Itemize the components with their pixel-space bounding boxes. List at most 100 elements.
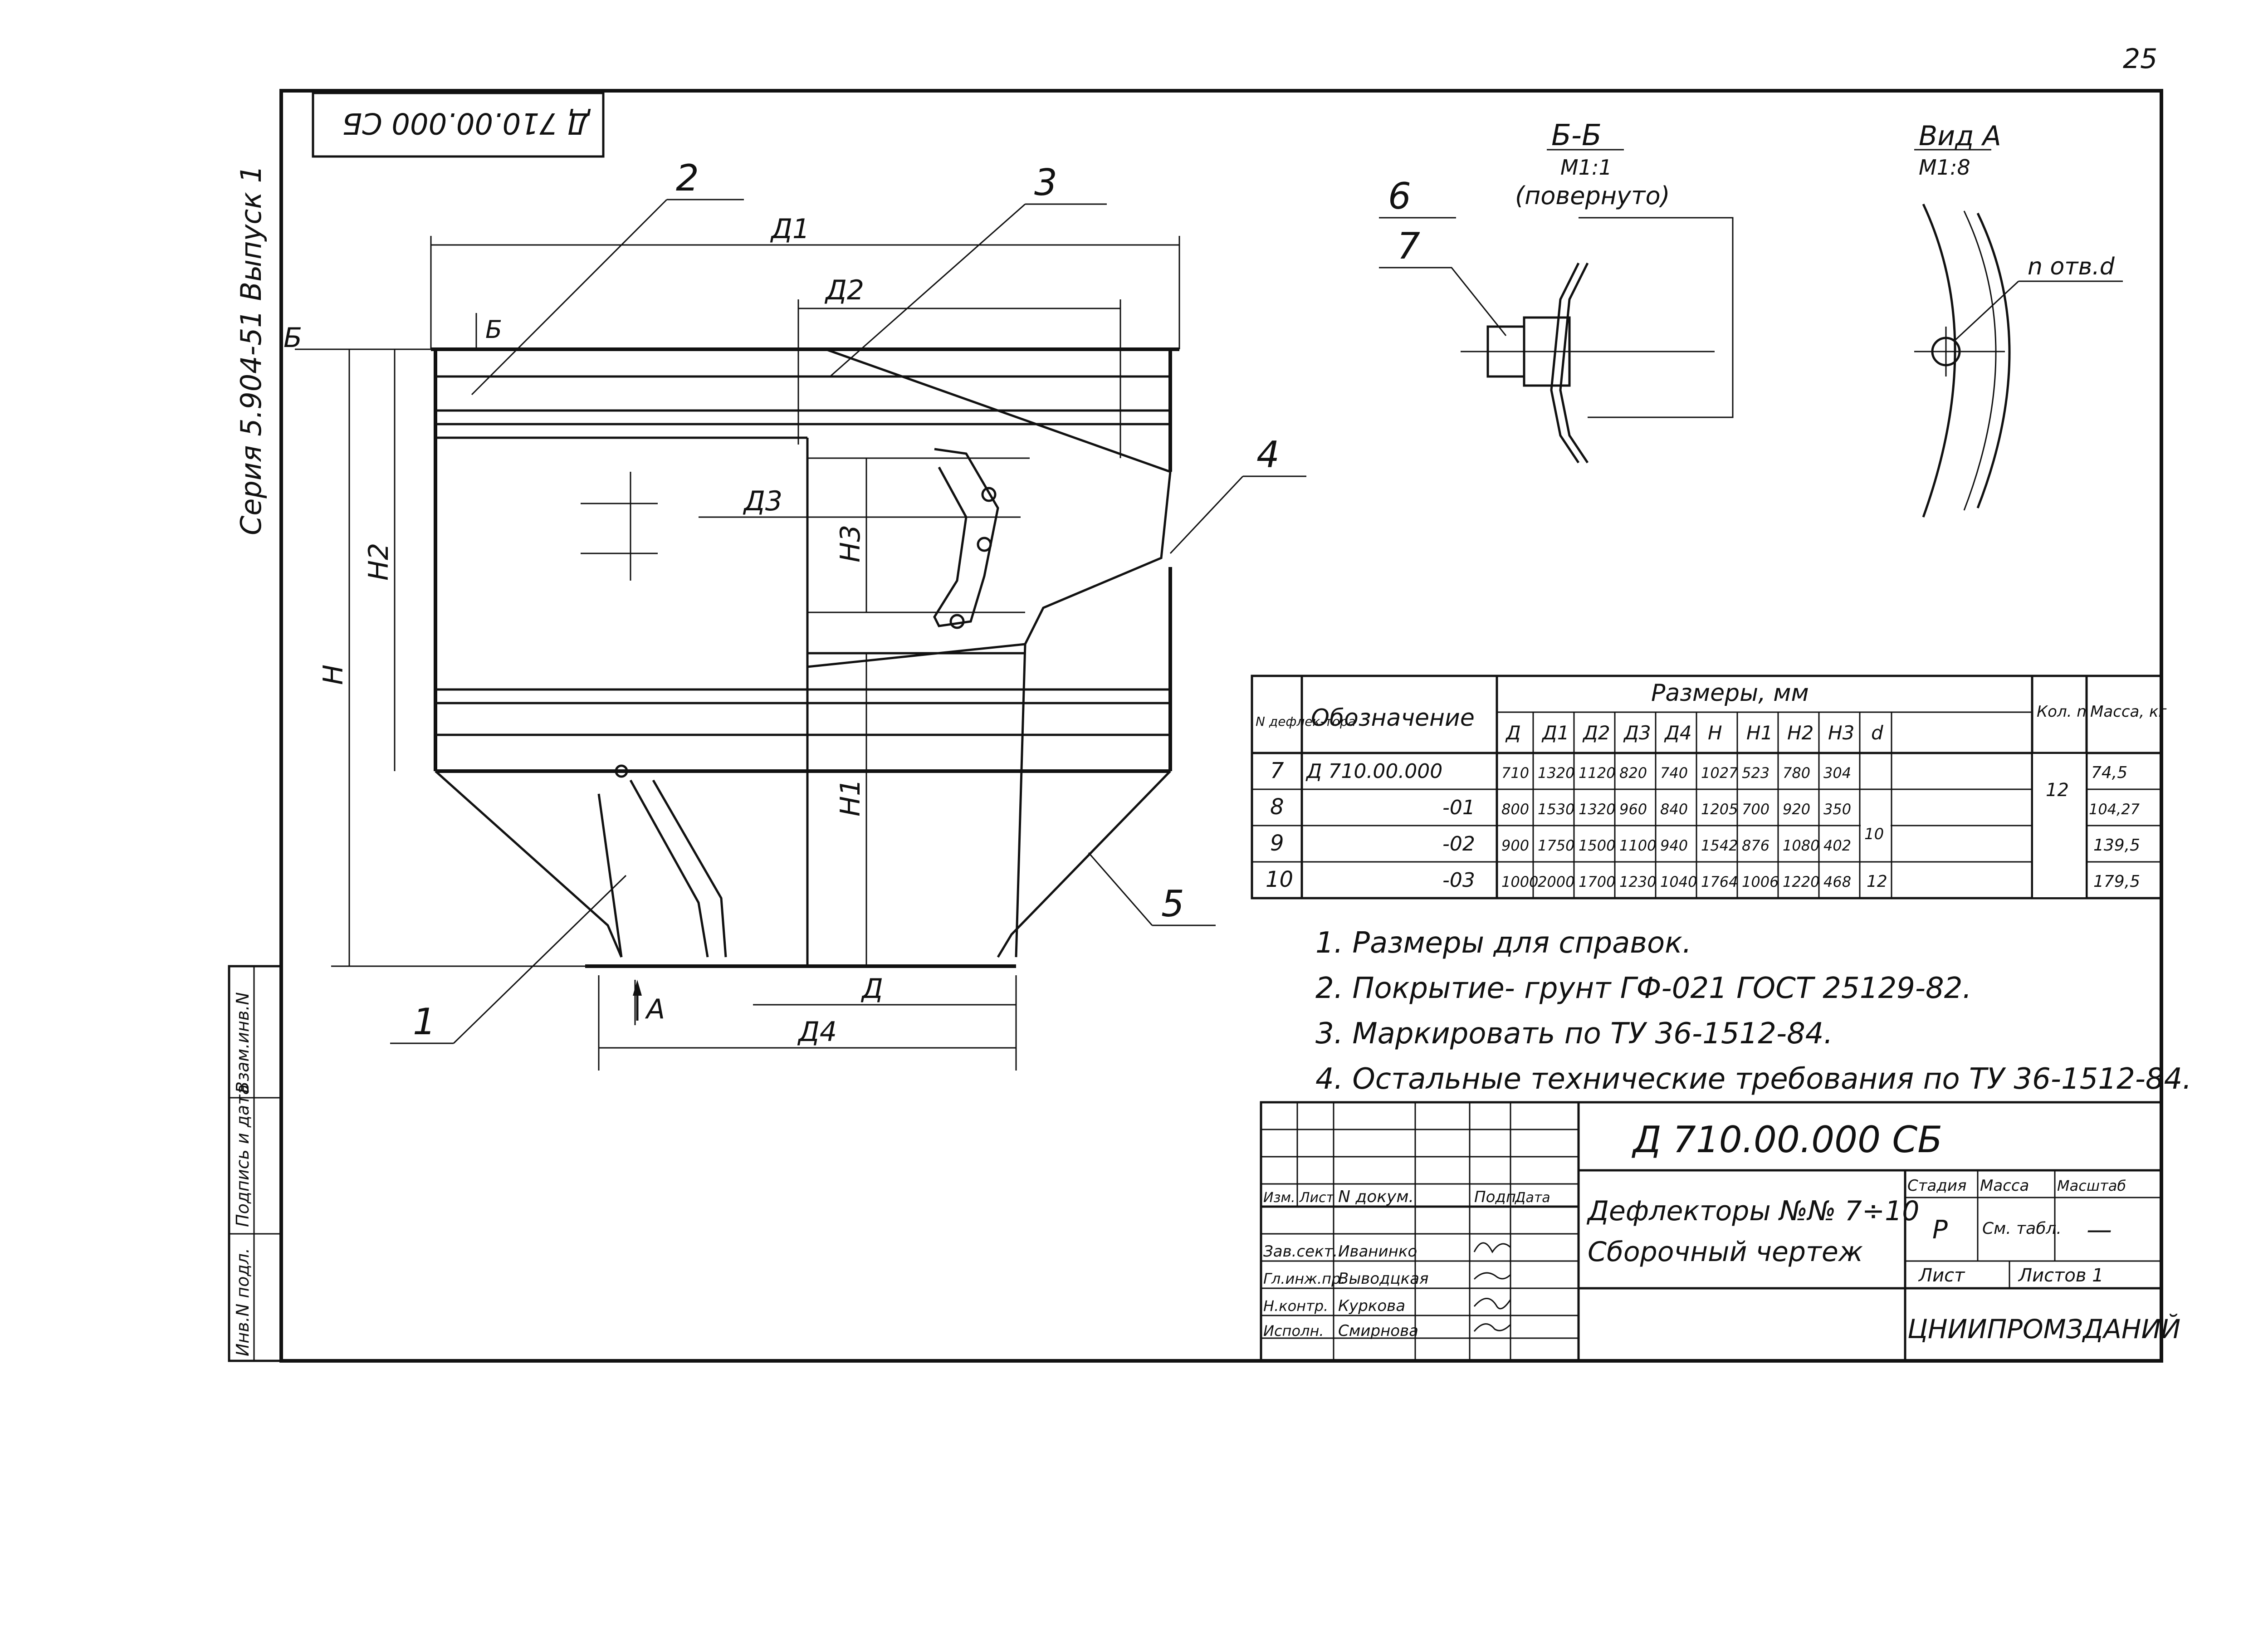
row-9-s0: 900 (1501, 837, 1529, 854)
row-9-s2: 1500 (1579, 837, 1615, 854)
tb-scale: — (2087, 1215, 2112, 1245)
callout-7: 7 (1397, 225, 1420, 267)
row-7-des: Д 710.00.000 (1305, 760, 1442, 783)
th-size-2: Д2 (1582, 722, 1610, 744)
row-7-s5: 1027 (1701, 764, 1738, 782)
rotated-stamp: Д 710.00.000 СБ (312, 92, 605, 158)
th-size-8: Н3 (1828, 722, 1854, 744)
th-size-7: Н2 (1787, 722, 1813, 744)
callout-1: 1 (413, 1001, 436, 1043)
row-7-mass: 74,5 (2091, 763, 2127, 782)
row-9-s5: 1542 (1701, 837, 1738, 854)
tb-role-2: Н.контр. (1263, 1297, 1328, 1315)
th-size-4: Д4 (1664, 722, 1692, 744)
row-7-s2: 1120 (1579, 764, 1615, 782)
row-8-mass: 104,27 (2089, 801, 2140, 818)
row-8-s7: 920 (1783, 801, 1810, 818)
row-7-s0: 710 (1501, 764, 1529, 782)
notes: 1. Размеры для справок. 2. Покрытие- гру… (1315, 926, 2192, 1096)
th-size-3: Д3 (1623, 722, 1651, 744)
dim-d: Д (860, 973, 883, 1005)
row-8-s5: 1205 (1701, 801, 1738, 818)
note-2: 2. Покрытие- грунт ГФ-021 ГОСТ 25129-82. (1315, 972, 1972, 1005)
tb-col-mass: Масса (1980, 1177, 2029, 1195)
row-10-s0: 1000 (1501, 873, 1538, 890)
tb-stage: Р (1932, 1215, 1948, 1245)
row-8-s2: 1320 (1579, 801, 1615, 818)
row-9-s7: 1080 (1783, 837, 1819, 854)
dim-h2: Н2 (363, 543, 395, 581)
th-sizes-group: Размеры, мм (1651, 680, 1809, 707)
row-10-s4: 1040 (1660, 873, 1697, 890)
note-1: 1. Размеры для справок. (1315, 926, 1691, 960)
left-stamp-inv: Инв.N подл. (233, 1248, 253, 1356)
row-7-s6: 523 (1742, 764, 1769, 782)
tb-col-scale: Масштаб (2057, 1177, 2126, 1194)
th-num: N дефлек-тора (1256, 714, 1356, 729)
section-note: (повернуто) (1515, 181, 1670, 210)
row-9-s3: 1100 (1619, 837, 1656, 854)
tb-title-2: Сборочный чертеж (1588, 1236, 1863, 1268)
row-10-s3: 1230 (1619, 873, 1656, 890)
tb-code: Д 710.00.000 СБ (1632, 1119, 1942, 1161)
row-9-des: -02 (1442, 832, 1475, 856)
row-7-s3: 820 (1619, 764, 1647, 782)
dim-d2: Д2 (824, 274, 864, 306)
tb-h-date: Дата (1514, 1190, 1550, 1206)
row-10-s6: 1006 (1742, 873, 1779, 890)
title-block: Изм. Лист N докум. Подп. Дата Зав.сект. … (1260, 1101, 2180, 1362)
tb-name-3: Смирнова (1338, 1322, 1418, 1340)
tb-h-doc: N докум. (1338, 1188, 1414, 1206)
section-b-b: Б-Б М1:1 (повернуто) 6 7 (1379, 119, 1734, 464)
row-9-s8: 402 (1823, 837, 1851, 854)
series-label: Серия 5.904-51 Выпуск 1 (235, 165, 268, 535)
row-7-num: 7 (1270, 758, 1284, 783)
note-3: 3. Маркировать по ТУ 36-1512-84. (1315, 1017, 1833, 1051)
row-10-s7: 1220 (1783, 873, 1819, 890)
view-arrow-label: А (645, 993, 665, 1025)
tb-sheet: Лист (1918, 1265, 1965, 1286)
left-stamp: Инв.N подл. Подпись и дата Взам.инв.N (228, 965, 283, 1362)
callout-4: 4 (1256, 434, 1280, 476)
tb-name-1: Выводцкая (1338, 1270, 1428, 1288)
qty-merged-value: 12 (2046, 780, 2069, 801)
deflector-drawing (431, 347, 1179, 968)
tb-title-1: Дефлекторы №№ 7÷10 (1586, 1195, 1919, 1227)
section-mark-b: Б (284, 322, 302, 354)
callout-3: 3 (1034, 161, 1057, 204)
row-9-s6: 876 (1742, 837, 1769, 854)
view-a-scale: М1:8 (1919, 155, 1970, 180)
parameters-table: N дефлек-тора Обозначение Размеры, мм Д … (1251, 675, 2167, 900)
row-8-s0: 800 (1501, 801, 1529, 818)
th-size-6: Н1 (1746, 722, 1773, 744)
dimension-lines (295, 236, 1180, 1071)
callout-5: 5 (1161, 883, 1184, 925)
row-10-des: -03 (1442, 869, 1475, 892)
tb-role-3: Исполн. (1263, 1322, 1324, 1340)
row-10-s1: 2000 (1538, 873, 1574, 890)
row-9-mass: 139,5 (2093, 836, 2140, 855)
tb-sheets: Листов 1 (2018, 1265, 2104, 1286)
row-8-s3: 960 (1619, 801, 1647, 818)
callout-2: 2 (676, 157, 699, 199)
th-size-9: d (1871, 722, 1883, 744)
view-a-title: Вид А (1919, 120, 2001, 152)
view-a-holes: n отв.d (2028, 253, 2115, 280)
row-10-s5: 1764 (1701, 873, 1738, 890)
tb-name-2: Куркова (1338, 1297, 1405, 1315)
row-9-s4: 940 (1660, 837, 1688, 854)
section-title: Б-Б (1551, 119, 1602, 152)
tb-role-0: Зав.сект. (1263, 1242, 1338, 1261)
row-8-s6: 700 (1742, 801, 1769, 818)
row-7-s1: 1320 (1538, 764, 1574, 782)
row-7-s7: 780 (1783, 764, 1810, 782)
left-stamp-replace: Взам.инв.N (233, 992, 253, 1093)
tb-name-0: Иванинко (1338, 1242, 1417, 1261)
row-8-s8: 350 (1823, 801, 1851, 818)
callouts: 2 3 4 5 1 (390, 157, 1306, 1044)
dim-h3: Н3 (835, 525, 866, 562)
section-scale: М1:1 (1560, 155, 1612, 180)
th-mass: Масса, кг (2090, 703, 2167, 721)
row-10-num: 10 (1266, 867, 1293, 892)
